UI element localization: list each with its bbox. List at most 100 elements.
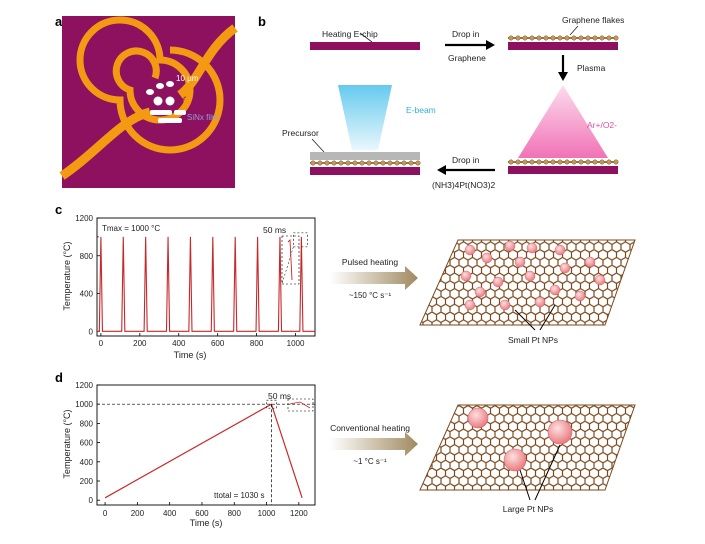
pt-nanoparticle-small [574,290,586,302]
echip-bar-3 [508,166,618,174]
graphene-bead [578,35,584,41]
echip-bar-2 [508,42,618,50]
x-tick-label: 600 [195,509,209,518]
graphene-bead [338,160,344,166]
pt-nanoparticle-small [464,244,476,256]
y-tick-label: 0 [89,327,94,336]
inset-connector [281,246,294,285]
chart-d-frame [96,384,316,506]
x-tick-label: 800 [250,339,264,348]
chart-c-frame [96,217,316,337]
chart-c-tmax: Tmax = 1000 °C [102,224,160,233]
x-tick-label: 0 [99,339,104,348]
pt-nanoparticle-small [504,240,516,252]
label-rate-c: ~150 °C s⁻¹ [349,291,392,300]
pt-nanoparticle-large [467,407,489,429]
pt-nanoparticle-small [594,274,606,286]
plasma-cone [518,85,608,158]
graphene-bead [508,159,514,165]
graphene-bead [543,35,549,41]
graphene-bead [536,159,542,165]
graphene-bead [408,160,414,166]
label-heating-echip: Heating E-chip [322,29,378,39]
panel-label-c: c [55,202,62,217]
graphene-bead [536,35,542,41]
pt-nanoparticle-small [499,299,511,311]
graphene-bead [522,159,528,165]
series-conventional-temperature [104,403,303,499]
y-tick-label: 800 [80,252,94,261]
graphene-bead [345,160,351,166]
x-tick-label: 400 [172,339,186,348]
label-pt: Pt [183,97,191,106]
chart-c-xlabel: Time (s) [174,350,207,360]
x-tick-label: 200 [133,339,147,348]
graphene-bead [522,35,528,41]
graphene-bead [571,159,577,165]
graphene-bead [606,159,612,165]
graphene-bead [380,160,386,166]
pt-nanoparticle-small [559,262,571,274]
graphene-bead [401,160,407,166]
chart-d-ttotal: ttotal = 1030 s [214,491,264,500]
graphene-bead [564,159,570,165]
label-10um: 10 μm [176,74,199,83]
graphene-bead [529,35,535,41]
graphene-bead [331,160,337,166]
graphene-bead [352,160,358,166]
y-tick-label: 800 [80,419,94,428]
graphene-bead [571,35,577,41]
graphene-bead [550,35,556,41]
graphene-bead [557,35,563,41]
arrow-pulsed [330,266,418,290]
graphene-bead [508,35,514,41]
graphene-bead [550,159,556,165]
graphene-bead [543,159,549,165]
graphene-layer-plasma [508,159,619,165]
graphene-bead [324,160,330,166]
graphene-bead [599,35,605,41]
graphene-bead [359,160,365,166]
chart-c: Tmax = 1000 °C 50 ms Time (s) Temperatur… [62,214,316,360]
panel-label-b: b [258,14,266,29]
echip-bar-4 [310,167,420,175]
graphene-bead [564,35,570,41]
pt-nanoparticle-small [514,256,526,268]
label-pulsed-heating: Pulsed heating [342,257,399,267]
graphene-bead [585,159,591,165]
label-ebeam: E-beam [406,105,436,115]
x-tick-label: 1000 [287,339,305,348]
x-tick-label: 1200 [290,509,308,518]
graphene-bead [592,159,598,165]
viewing-windows [146,81,186,123]
precursor-layer [310,152,420,160]
graphene-bead [387,160,393,166]
y-tick-label: 400 [80,458,94,467]
x-tick-label: 1000 [258,509,276,518]
pt-nanoparticle-small [464,299,476,311]
label-rate-d: ~1 °C s⁻¹ [353,457,387,466]
chart-d-ylabel: Temperature (°C) [62,409,72,478]
y-tick-label: 400 [80,290,94,299]
graphene-bead [373,160,379,166]
pt-nanoparticle-small [474,286,486,298]
inset-zoom-box [293,232,308,248]
y-tick-label: 1000 [75,400,93,409]
y-tick-label: 1200 [75,381,93,390]
graphene-bead [515,159,521,165]
panel-label-a: a [55,14,63,29]
panel-a-micrograph: 10 μm Pt SiNx film [59,16,238,188]
graphene-bead [310,160,316,166]
label-precursor: Precursor [282,128,319,138]
graphene-bead [599,159,605,165]
graphene-bead [613,159,619,165]
y-tick-label: 1200 [75,214,93,223]
pt-nanoparticle-small [526,242,538,254]
graphene-bead [394,160,400,166]
graphene-sheet-small-np: Small Pt NPs [419,239,636,345]
arrow-conventional [330,432,418,456]
inset-zoom-box [266,399,277,409]
x-tick-label: 400 [163,509,177,518]
inset-peak [287,238,293,281]
pt-nanoparticle-small [534,296,546,308]
